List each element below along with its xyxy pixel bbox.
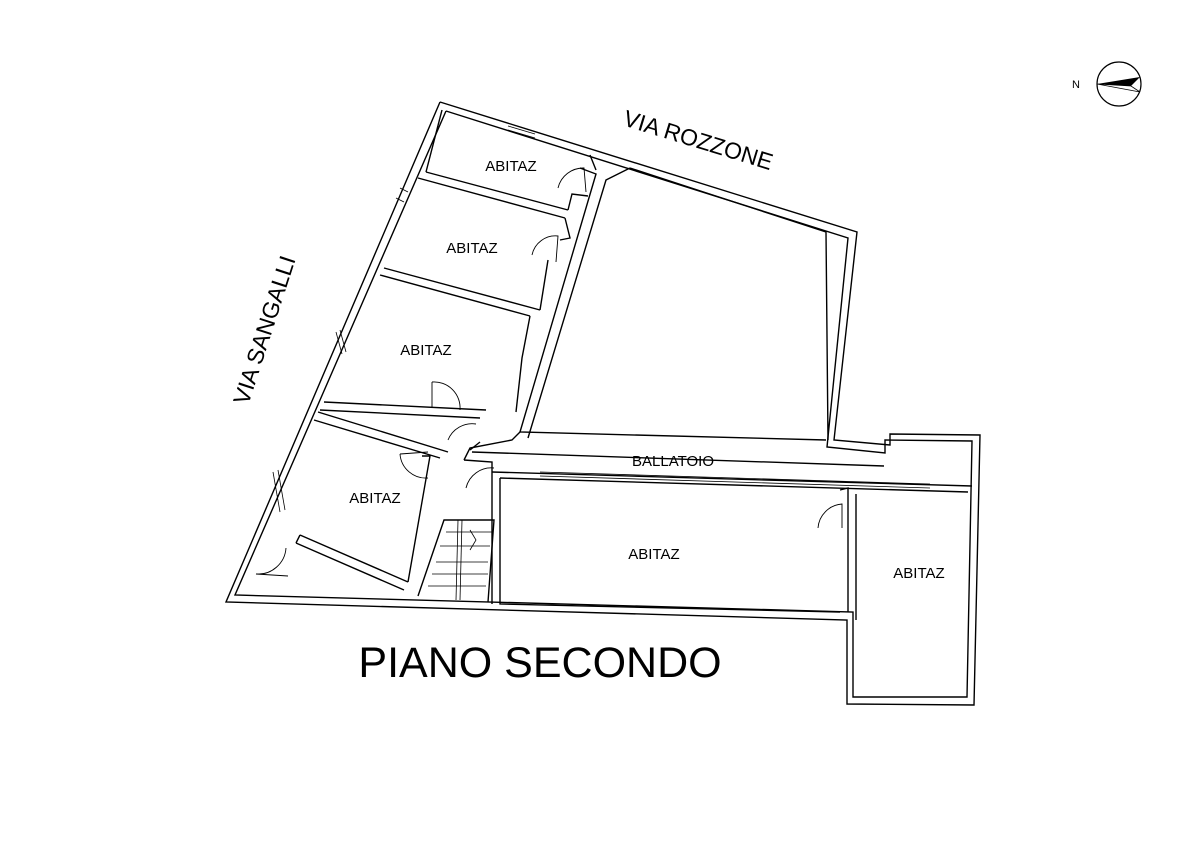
- floor-title: PIANO SECONDO: [358, 639, 721, 687]
- gallery-ballatoio: [491, 471, 973, 493]
- room-label-2: ABITAZ: [446, 240, 497, 257]
- room-abitaz-1: [417, 109, 597, 219]
- north-arrow-icon: [1096, 61, 1142, 107]
- street-label-west: VIA SANGALLI: [228, 252, 301, 407]
- room-label-1: ABITAZ: [485, 158, 536, 175]
- large-room: [629, 167, 829, 441]
- gallery-label: BALLATOIO: [632, 453, 714, 470]
- corridor: [447, 167, 885, 489]
- outer-wall: [224, 101, 981, 706]
- room-label-4: ABITAZ: [349, 490, 400, 507]
- stairs: [417, 519, 495, 603]
- room-label-5: ABITAZ: [628, 546, 679, 563]
- north-label: N: [1072, 79, 1080, 91]
- room-label-6: ABITAZ: [893, 565, 944, 582]
- windows: [272, 125, 931, 513]
- room-abitaz-2: [379, 217, 571, 317]
- room-abitaz-4: [255, 411, 449, 591]
- room-label-3: ABITAZ: [400, 342, 451, 359]
- room-abitaz-5: [491, 472, 849, 613]
- street-label-north: VIA ROZZONE: [621, 105, 776, 175]
- room-abitaz-3: [319, 315, 531, 419]
